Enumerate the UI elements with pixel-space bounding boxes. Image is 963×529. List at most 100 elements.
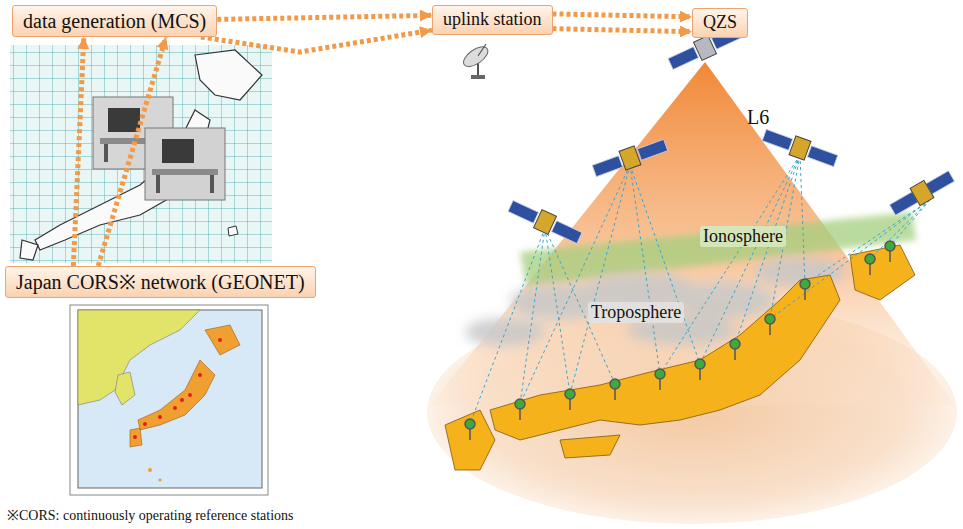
- grid-map: [10, 45, 272, 263]
- signal-path: [800, 155, 805, 284]
- station-map: [180, 398, 184, 402]
- satellite: [534, 210, 557, 235]
- band-label: L6: [744, 106, 772, 129]
- signal-path: [735, 155, 800, 344]
- signal-path: [470, 155, 930, 424]
- station-map: [78, 310, 262, 488]
- station-map: [130, 428, 142, 447]
- station-map: [173, 406, 177, 410]
- station-map: [159, 479, 162, 482]
- station-map: [138, 360, 215, 430]
- station-map: [218, 338, 222, 342]
- station-map: [148, 468, 152, 472]
- grid-map: [10, 45, 272, 263]
- signal-path: [630, 165, 700, 364]
- signal-path: [770, 200, 930, 319]
- satellite: [807, 146, 837, 167]
- receiver-station: [885, 241, 895, 251]
- computer-photo: [210, 175, 214, 193]
- box-text: QZS: [703, 12, 737, 34]
- satellite: [508, 201, 538, 224]
- box-text: uplink station: [443, 9, 542, 31]
- station-map: [133, 435, 137, 439]
- computer-photo: [145, 128, 225, 200]
- signal-path: [520, 228, 545, 404]
- satellite: [762, 129, 792, 150]
- computer-photo: [145, 128, 225, 200]
- satellite: [637, 139, 667, 160]
- label-box: Japan CORS※ network (GEONET): [5, 266, 316, 298]
- receiver-station: [865, 254, 875, 264]
- receiver-station: [565, 389, 575, 399]
- receiver-station: [765, 314, 775, 324]
- layer-label: Troposphere: [588, 302, 684, 323]
- satellite: [619, 146, 641, 170]
- grid-map: [228, 226, 238, 236]
- satellite: [668, 47, 698, 70]
- satellite: [789, 136, 811, 160]
- antenna-dish: [460, 43, 491, 79]
- troposphere-clouds: [465, 318, 545, 346]
- grid-map: [20, 240, 38, 260]
- signal-path: [545, 228, 570, 394]
- japan-land: [850, 245, 915, 300]
- japan-land: [490, 275, 840, 440]
- signal-path: [700, 155, 800, 364]
- dotted-arrow: [217, 15, 432, 19]
- antenna-dish: [471, 75, 485, 79]
- signal-path: [660, 155, 800, 374]
- signal-path: [470, 228, 545, 424]
- computer-photo: [152, 169, 218, 175]
- computer-photo: [162, 139, 194, 163]
- receiver-station: [465, 419, 475, 429]
- receiver-station: [515, 399, 525, 409]
- signal-cone: [430, 62, 955, 405]
- computer-photo: [156, 175, 160, 193]
- japan-land: [560, 435, 620, 458]
- satellite: [591, 136, 669, 181]
- receiver-station: [695, 359, 705, 369]
- grid-map: [10, 45, 272, 263]
- station-map: [198, 373, 202, 377]
- satellite: [592, 156, 622, 177]
- satellite: [888, 167, 957, 218]
- japan-land: [445, 245, 915, 470]
- computer-photo: [104, 144, 108, 162]
- data-flow-arrow: [201, 15, 432, 52]
- station-map: [115, 372, 135, 405]
- dotted-arrow: [98, 37, 166, 266]
- station-map: [188, 393, 192, 397]
- satellite: [506, 197, 583, 247]
- station-map: [70, 305, 268, 495]
- label-box: data generation (MCS): [12, 5, 217, 37]
- station-map: [205, 325, 240, 355]
- satellite: [552, 221, 582, 244]
- dotted-arrow: [553, 14, 693, 17]
- satellite: [910, 180, 934, 205]
- station-map: [78, 310, 200, 405]
- receiver-station: [655, 369, 665, 379]
- station-map: [158, 415, 162, 419]
- footnote: ※CORS: continuously operating reference …: [4, 508, 297, 524]
- receiver-station: [610, 379, 620, 389]
- station-map: [133, 338, 222, 439]
- computer-photo: [108, 108, 140, 132]
- label-box: uplink station: [432, 5, 553, 35]
- antenna-dish: [478, 44, 486, 56]
- station-map: [143, 422, 147, 426]
- japan-land: [445, 410, 495, 470]
- station-map: [70, 305, 268, 495]
- signal-path: [520, 165, 630, 404]
- satellite: [761, 126, 839, 171]
- dotted-arrow: [201, 30, 432, 52]
- data-flow-arrow: [73, 37, 166, 266]
- grid-map: [195, 50, 262, 100]
- signal-path: [630, 165, 660, 374]
- dotted-arrow: [553, 29, 693, 32]
- receiver-station: [730, 339, 740, 349]
- layer-label: Ionosphere: [700, 226, 786, 247]
- dotted-arrow: [73, 37, 84, 266]
